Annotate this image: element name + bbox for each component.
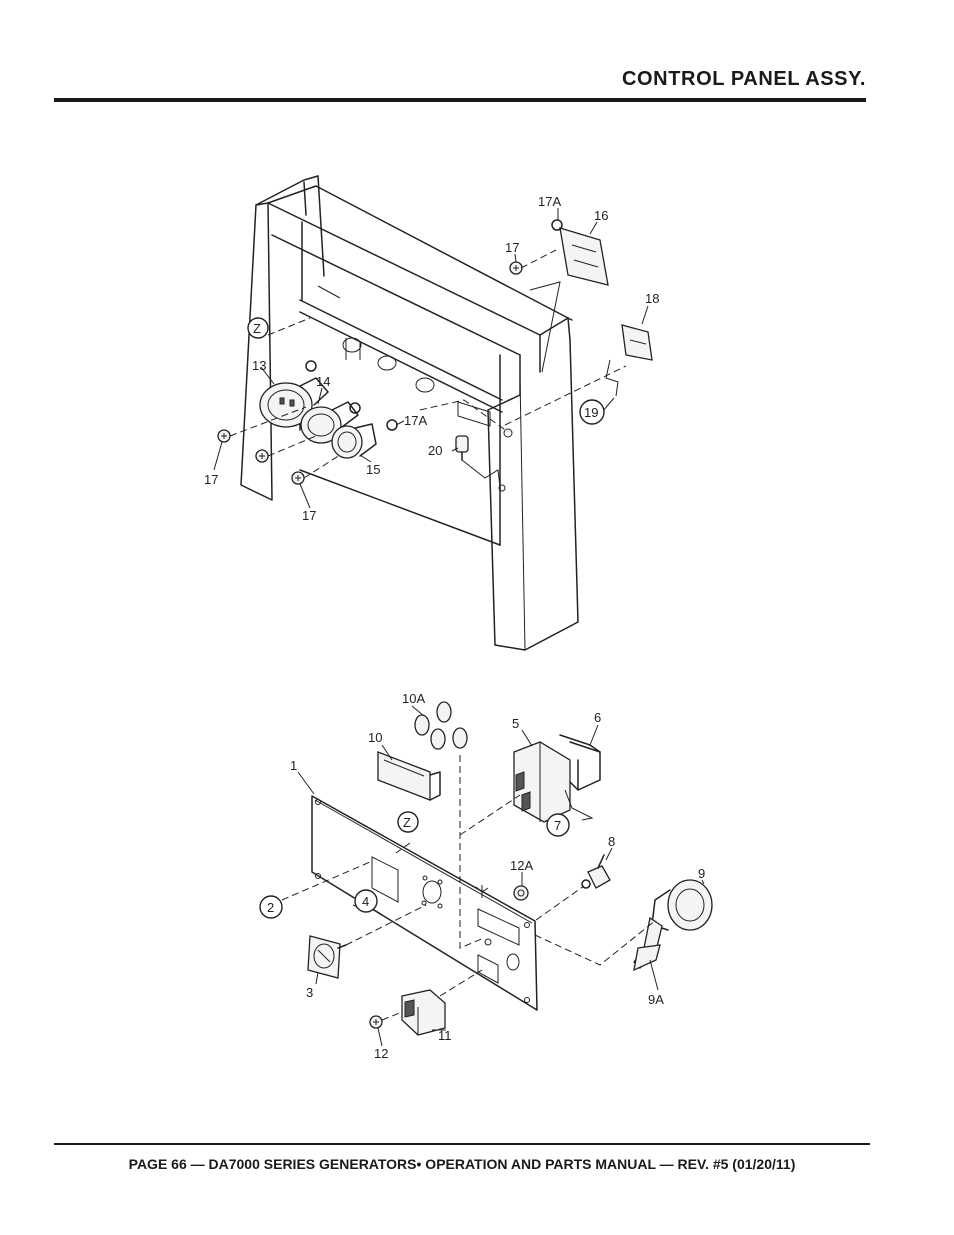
label-16: 16 — [594, 208, 608, 223]
label-12a: 12A — [510, 858, 533, 873]
label-17-left: 17 — [204, 472, 218, 487]
indicator-lamp-10 — [377, 701, 468, 801]
control-panel-plate — [311, 795, 538, 1011]
callout-7: 7 — [554, 818, 561, 833]
callout-2: 2 — [267, 900, 274, 915]
label-9a: 9A — [648, 992, 664, 1007]
label-5: 5 — [512, 716, 519, 731]
fasteners-bottom — [369, 885, 529, 1029]
assembly-lines-bottom — [281, 755, 657, 1021]
leader-lines-top — [213, 208, 649, 509]
key-switch-9 — [633, 879, 713, 972]
label-13: 13 — [252, 358, 266, 373]
page-title: CONTROL PANEL ASSY. — [621, 68, 866, 90]
panel-frame — [240, 175, 579, 651]
label-15: 15 — [366, 462, 380, 477]
label-17-bottom: 17 — [302, 508, 316, 523]
receptacle-14 — [300, 401, 361, 444]
hour-meter-11 — [401, 989, 446, 1036]
label-17-top: 17 — [505, 240, 519, 255]
screws-top — [217, 261, 523, 485]
label-20: 20 — [428, 443, 442, 458]
toggle-switch-8 — [581, 854, 611, 889]
label-9: 9 — [698, 866, 705, 881]
callout-labels: 17A 16 17 18 Z 13 14 17A 19 20 15 17 17 … — [204, 194, 705, 1061]
label-17a-mid: 17A — [404, 413, 427, 428]
label-17a-top: 17A — [538, 194, 561, 209]
label-18: 18 — [645, 291, 659, 306]
label-11: 11 — [438, 1028, 452, 1043]
outlet-16 — [551, 219, 609, 286]
label-8: 8 — [608, 834, 615, 849]
header-rule — [54, 98, 866, 102]
label-12: 12 — [374, 1046, 388, 1061]
callout-4: 4 — [362, 894, 369, 909]
leader-lines-bottom — [297, 705, 705, 1047]
switch-20 — [455, 435, 469, 461]
footer-text: PAGE 66 — DA7000 SERIES GENERATORS• OPER… — [128, 1156, 796, 1172]
label-1: 1 — [290, 758, 297, 773]
breaker-5 — [513, 741, 571, 823]
receptacle-15 — [331, 419, 398, 459]
callout-19: 19 — [584, 405, 598, 420]
label-14: 14 — [316, 374, 330, 389]
assembly-lines-top — [229, 249, 627, 488]
label-6: 6 — [594, 710, 601, 725]
label-10: 10 — [368, 730, 382, 745]
label-10a: 10A — [402, 691, 425, 706]
callout-z-top: Z — [253, 321, 261, 336]
footer-rule — [54, 1143, 870, 1145]
callout-z-bottom: Z — [403, 815, 411, 830]
label-3: 3 — [306, 985, 313, 1000]
receptacle-13 — [259, 360, 329, 428]
breaker-18 — [621, 324, 653, 361]
meter-3 — [307, 935, 347, 979]
